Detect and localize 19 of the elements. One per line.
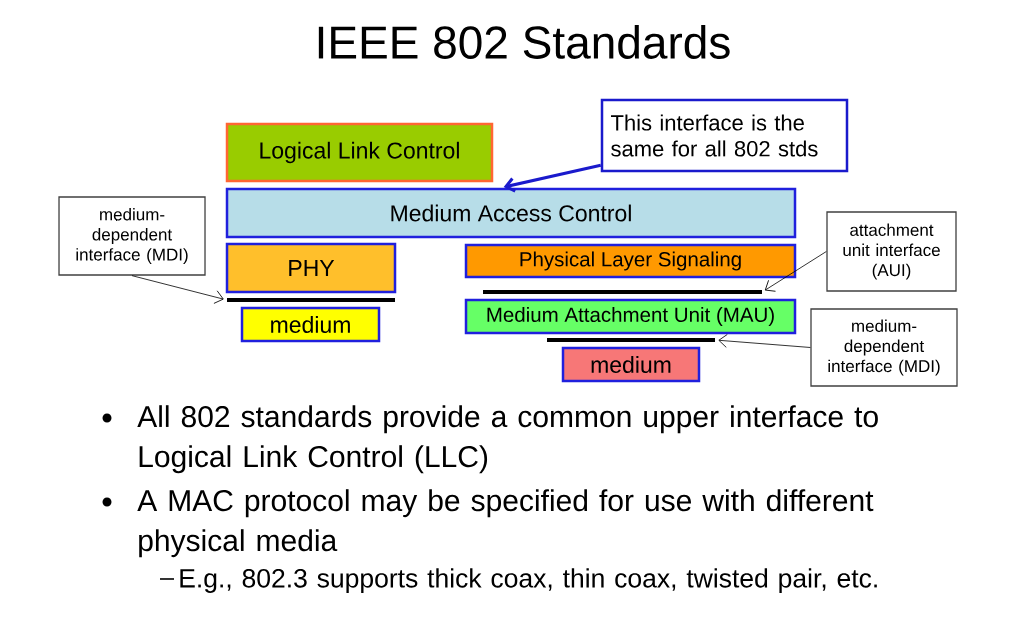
medium-box: medium [561,346,701,383]
callout-box: This interface is the same for all 802 stds [600,98,849,173]
layer-box: Medium Attachment Unit (MAU) [464,298,797,335]
bullet-text: All 802 standards provide a common upper interface to Logical Link Control (LLC) [137,405,878,474]
bullet-text: E.g., 802.3 supports thick coax, thin coax, twisted pair, etc. [180,568,877,593]
leader-arrow [503,163,602,193]
medium-box: medium [240,306,381,343]
leader-arrow [764,251,827,292]
layer-box: Medium Access Control [225,187,797,239]
layer-box: Logical Link Control [225,122,494,183]
title: IEEE 802 Standards [318,25,730,59]
layer-box: PHY [225,242,397,294]
layer-box: Physical Layer Signaling [464,243,797,279]
callout-box: medium-dependent interface (MDI) [58,196,206,276]
callout-box: medium-dependent interface (MDI) [810,308,958,387]
leader-arrow [131,275,224,304]
bullet-text: A MAC protocol may be specified for use with different physical media [137,489,874,558]
callout-box: attachment unit interface (AUI) [826,211,957,292]
leader-arrow [718,334,811,348]
